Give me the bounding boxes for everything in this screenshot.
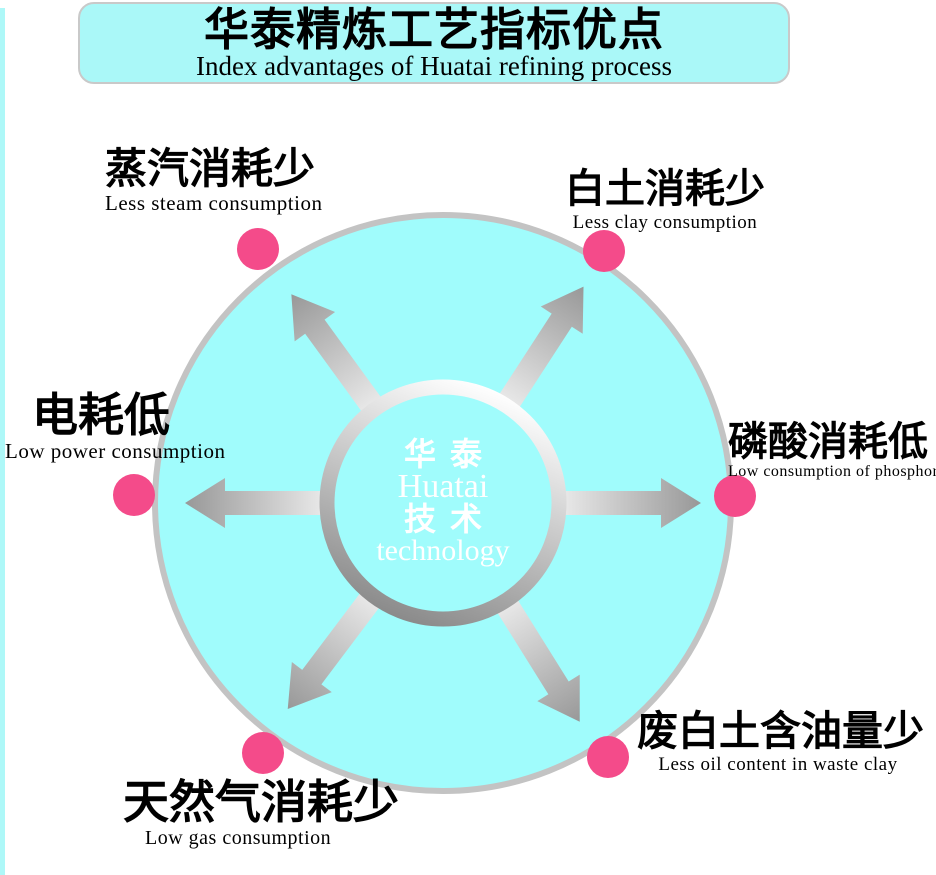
arrow-right bbox=[555, 478, 701, 528]
advantage-label-clay: 白土消耗少 Less clay consumption bbox=[552, 166, 778, 233]
title-banner: 华泰精炼工艺指标优点 Index advantages of Huatai re… bbox=[78, 2, 790, 84]
advantage-label-steam: 蒸汽消耗少 Less steam consumption bbox=[105, 145, 323, 215]
node-dots bbox=[113, 228, 756, 778]
arrow-up-left bbox=[291, 294, 387, 420]
advantage-phosphoric-zh: 磷酸消耗低 bbox=[728, 420, 928, 464]
advantage-power-en: Low power consumption bbox=[5, 439, 226, 463]
advantage-steam-en: Less steam consumption bbox=[105, 191, 323, 215]
hub-line-technology-en: technology bbox=[376, 534, 510, 567]
arrow-group bbox=[185, 286, 701, 722]
node-dot-power bbox=[113, 474, 155, 516]
node-dot-phosphoric bbox=[714, 475, 756, 517]
left-edge-strip bbox=[0, 8, 5, 875]
hub-label: 华泰 Huatai 技术 technology bbox=[328, 438, 558, 566]
hub-line-huatai-zh: 华泰 bbox=[403, 436, 496, 472]
arrow-down-right bbox=[492, 591, 580, 722]
advantage-gas-zh: 天然气消耗少 bbox=[123, 776, 399, 828]
banner-title-chinese: 华泰精炼工艺指标优点 bbox=[203, 3, 664, 55]
hub-line-technology-zh: 技术 bbox=[403, 501, 496, 537]
node-dot-steam bbox=[237, 228, 279, 270]
advantage-phosphoric-en: Low consumption of phosphoric acid bbox=[728, 463, 936, 480]
hub-ring bbox=[319, 379, 567, 627]
node-dot-waste-clay bbox=[587, 736, 629, 778]
advantage-steam-zh: 蒸汽消耗少 bbox=[105, 145, 316, 192]
arrow-down-left bbox=[287, 585, 386, 710]
node-dot-gas bbox=[242, 732, 284, 774]
arrow-up-right bbox=[493, 286, 584, 416]
advantage-clay-zh: 白土消耗少 bbox=[565, 167, 765, 211]
hub-line-huatai-en: Huatai bbox=[397, 468, 489, 505]
advantage-waste-clay-zh: 废白土含油量少 bbox=[637, 708, 924, 754]
advantage-clay-en: Less clay consumption bbox=[572, 212, 758, 233]
banner-title-english: Index advantages of Huatai refining proc… bbox=[195, 51, 673, 82]
node-dot-clay bbox=[583, 230, 625, 272]
advantage-power-zh: 电耗低 bbox=[32, 389, 170, 441]
advantage-label-power: 电耗低 Low power consumption bbox=[5, 389, 226, 463]
advantage-label-waste-clay: 废白土含油量少 Less oil content in waste clay bbox=[637, 708, 924, 776]
advantage-gas-en: Low gas consumption bbox=[145, 827, 332, 849]
advantage-label-gas: 天然气消耗少 Low gas consumption bbox=[123, 777, 399, 849]
advantage-waste-clay-en: Less oil content in waste clay bbox=[658, 754, 898, 775]
arrow-left bbox=[185, 478, 331, 528]
advantage-label-phosphoric: 磷酸消耗低 Low consumption of phosphoric acid bbox=[728, 421, 936, 481]
